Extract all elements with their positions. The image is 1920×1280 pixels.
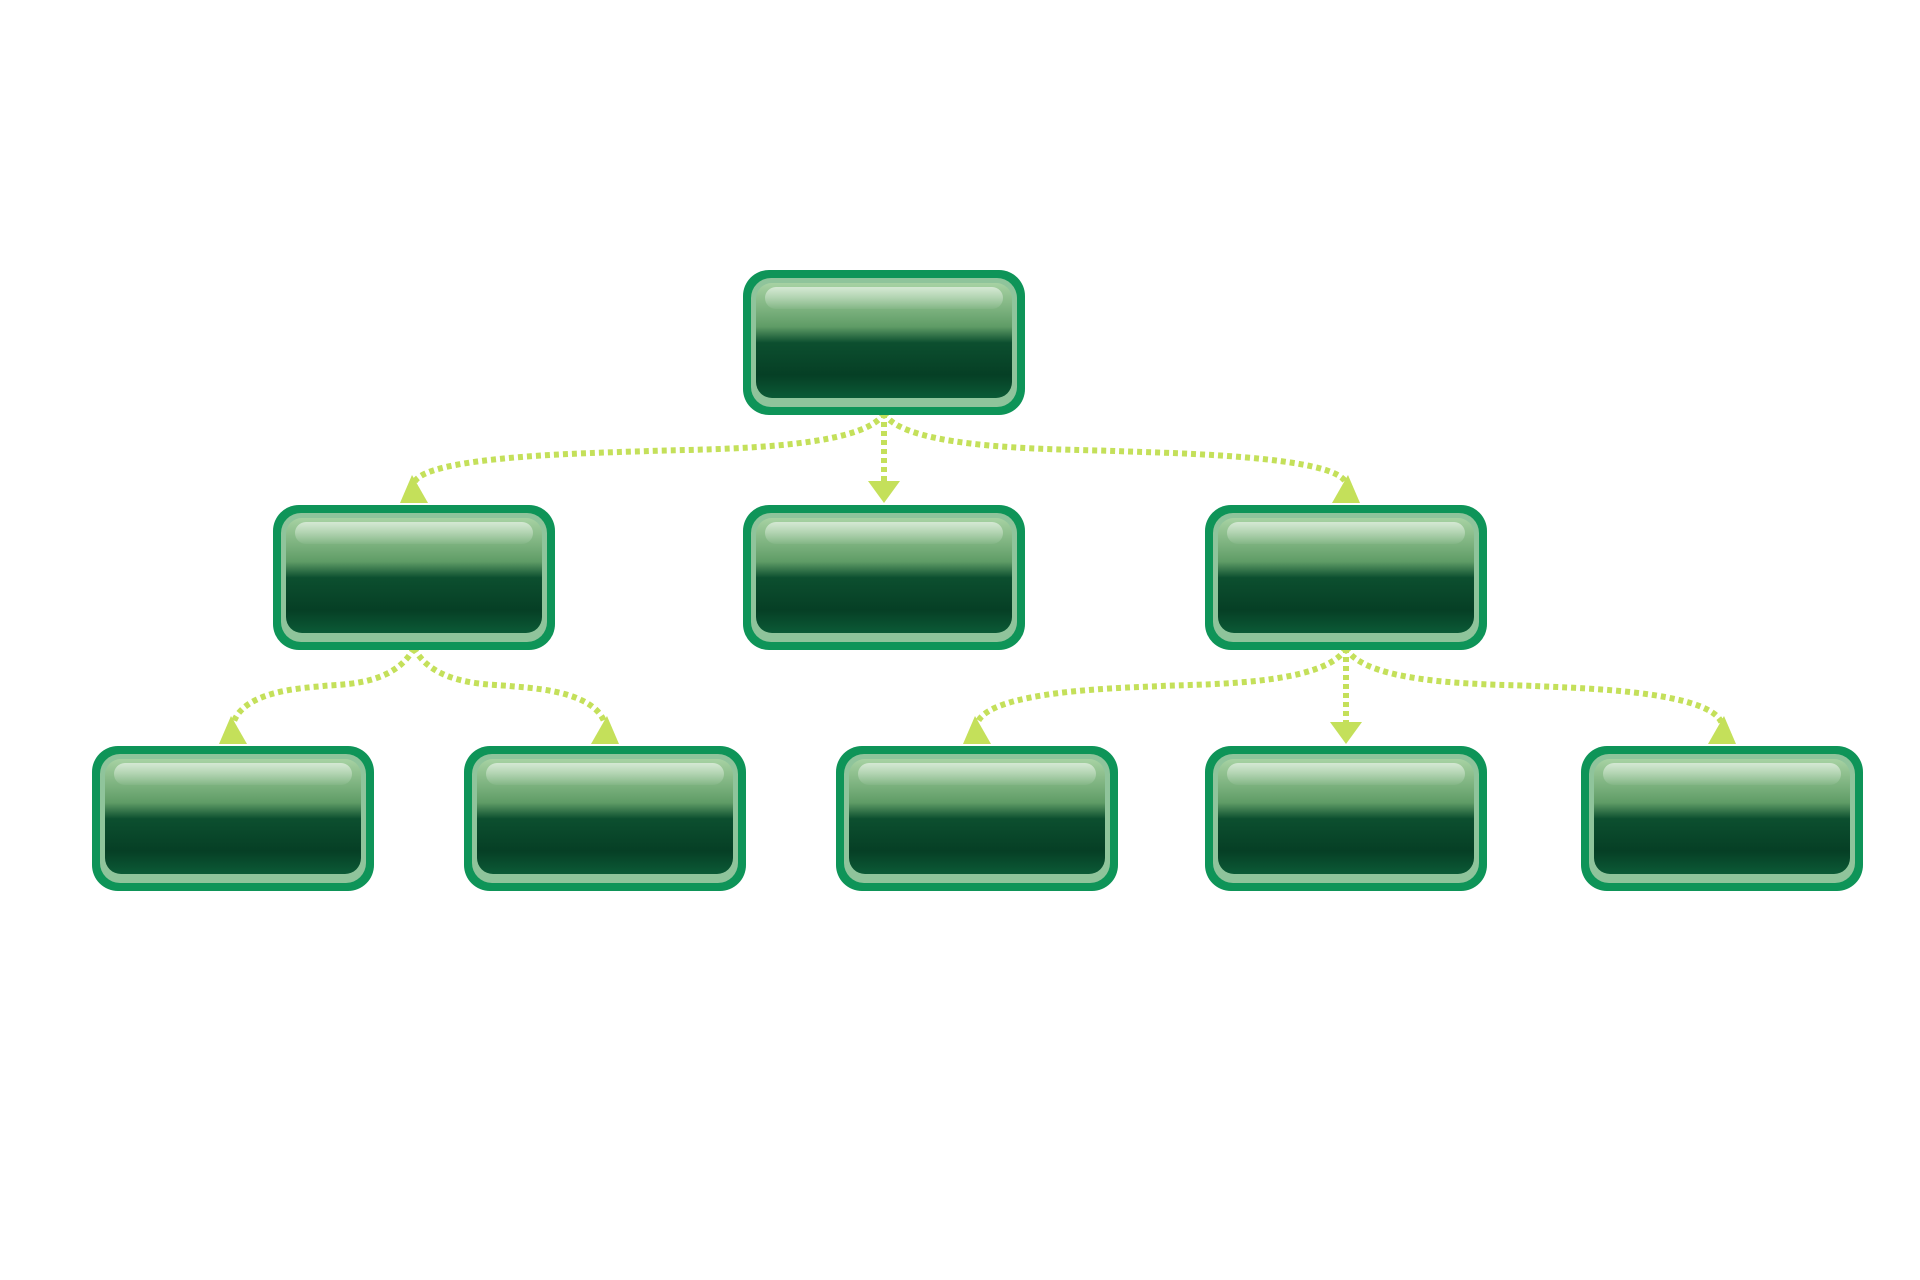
node-box-grandchild-5 (1581, 746, 1863, 891)
node-gloss-highlight (295, 522, 533, 544)
node-gloss-highlight (765, 522, 1003, 544)
node-box-grandchild-2 (464, 746, 746, 891)
connector-line-child-3-to-grandchild-5 (1343, 646, 1725, 726)
node-box-child-1 (273, 505, 555, 650)
node-gloss-highlight (1227, 522, 1465, 544)
node-fill (756, 283, 1012, 398)
node-fill (477, 759, 733, 874)
node-box-root (743, 270, 1025, 415)
node-box-child-3 (1205, 505, 1487, 650)
node-fill (286, 518, 542, 633)
arrowhead-grandchild-5 (1708, 716, 1736, 744)
arrowhead-grandchild-1 (219, 716, 247, 744)
node-box-grandchild-1 (92, 746, 374, 891)
connector-line-child-1-to-grandchild-2 (411, 646, 608, 726)
node-gloss-highlight (858, 763, 1096, 785)
node-layer (92, 270, 1863, 891)
connector-line-child-1-to-grandchild-1 (230, 646, 417, 726)
connector-line-child-3-to-grandchild-3 (974, 646, 1349, 726)
node-fill (756, 518, 1012, 633)
node-fill (1594, 759, 1850, 874)
arrowhead-child-2 (868, 481, 900, 503)
arrowhead-child-3 (1332, 475, 1360, 503)
node-gloss-highlight (114, 763, 352, 785)
node-fill (105, 759, 361, 874)
node-fill (849, 759, 1105, 874)
connector-layer (219, 411, 1736, 744)
arrowhead-grandchild-4 (1330, 722, 1362, 744)
node-gloss-highlight (765, 287, 1003, 309)
arrowhead-grandchild-3 (963, 716, 991, 744)
node-box-grandchild-4 (1205, 746, 1487, 891)
node-box-child-2 (743, 505, 1025, 650)
node-gloss-highlight (486, 763, 724, 785)
node-fill (1218, 518, 1474, 633)
node-box-grandchild-3 (836, 746, 1118, 891)
arrowhead-grandchild-2 (591, 716, 619, 744)
node-gloss-highlight (1603, 763, 1841, 785)
connector-line-root-to-child-1 (411, 411, 887, 485)
arrowhead-child-1 (400, 475, 428, 503)
node-fill (1218, 759, 1474, 874)
connector-line-root-to-child-3 (881, 411, 1349, 485)
node-gloss-highlight (1227, 763, 1465, 785)
